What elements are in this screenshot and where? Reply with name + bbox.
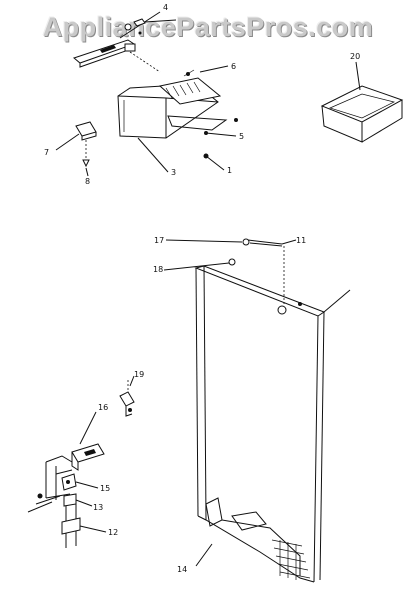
part-16-solenoid[interactable] [71, 443, 105, 471]
callout-16: 16 [98, 403, 108, 412]
leader-16 [79, 411, 97, 445]
callout-8: 8 [85, 177, 90, 186]
part-11-bushing[interactable] [277, 305, 287, 315]
leader-13 [75, 499, 93, 507]
callout-18: 18 [153, 265, 163, 274]
leader-17 [165, 239, 243, 243]
leader-5 [205, 132, 237, 137]
part-10-screw[interactable] [35, 493, 61, 505]
part-19-bracket[interactable] [119, 380, 135, 417]
leader-8 [85, 167, 89, 177]
leader-15 [75, 481, 99, 489]
callout-11: 11 [296, 236, 306, 245]
part-8-screw[interactable] [82, 140, 90, 168]
part-20-tray[interactable] [320, 85, 404, 143]
part-7-bracket[interactable] [75, 121, 97, 141]
door-panel[interactable] [194, 265, 351, 583]
part-13-clip[interactable] [63, 493, 77, 507]
callout-1: 1 [227, 166, 232, 175]
callout-19: 19 [134, 370, 144, 379]
callout-3: 3 [171, 168, 176, 177]
leader-11 [281, 239, 297, 245]
leader-6 [199, 65, 229, 73]
leader-20 [355, 61, 361, 91]
part-12-bracket[interactable] [61, 504, 81, 548]
leader-12 [79, 525, 107, 533]
callout-13: 13 [93, 503, 103, 512]
leader-3 [137, 137, 169, 173]
leader-7 [55, 133, 80, 151]
lower-mount-plate[interactable] [45, 455, 73, 500]
part-6-ice-mold[interactable] [158, 69, 222, 105]
callout-12: 12 [108, 528, 118, 537]
leader-18 [163, 262, 230, 271]
part-14-bottom-cover[interactable] [205, 497, 311, 580]
callout-15: 15 [100, 484, 110, 493]
callout-4: 4 [163, 3, 168, 12]
callout-7: 7 [44, 148, 49, 157]
leader-9 [144, 19, 177, 23]
callout-17: 17 [154, 236, 164, 245]
part-18-washer[interactable] [228, 258, 236, 266]
callout-6: 6 [231, 62, 236, 71]
callout-5: 5 [239, 132, 244, 141]
callout-14: 14 [177, 565, 187, 574]
leader-10 [27, 501, 53, 513]
part-15-switch[interactable] [61, 473, 77, 491]
leader-1 [205, 155, 225, 171]
leader-19 [129, 375, 135, 387]
part-11-hinge-pin[interactable] [242, 238, 283, 247]
callout-20: 20 [350, 52, 360, 61]
leader-14 [195, 543, 213, 567]
part-small-fittings[interactable] [124, 18, 146, 52]
